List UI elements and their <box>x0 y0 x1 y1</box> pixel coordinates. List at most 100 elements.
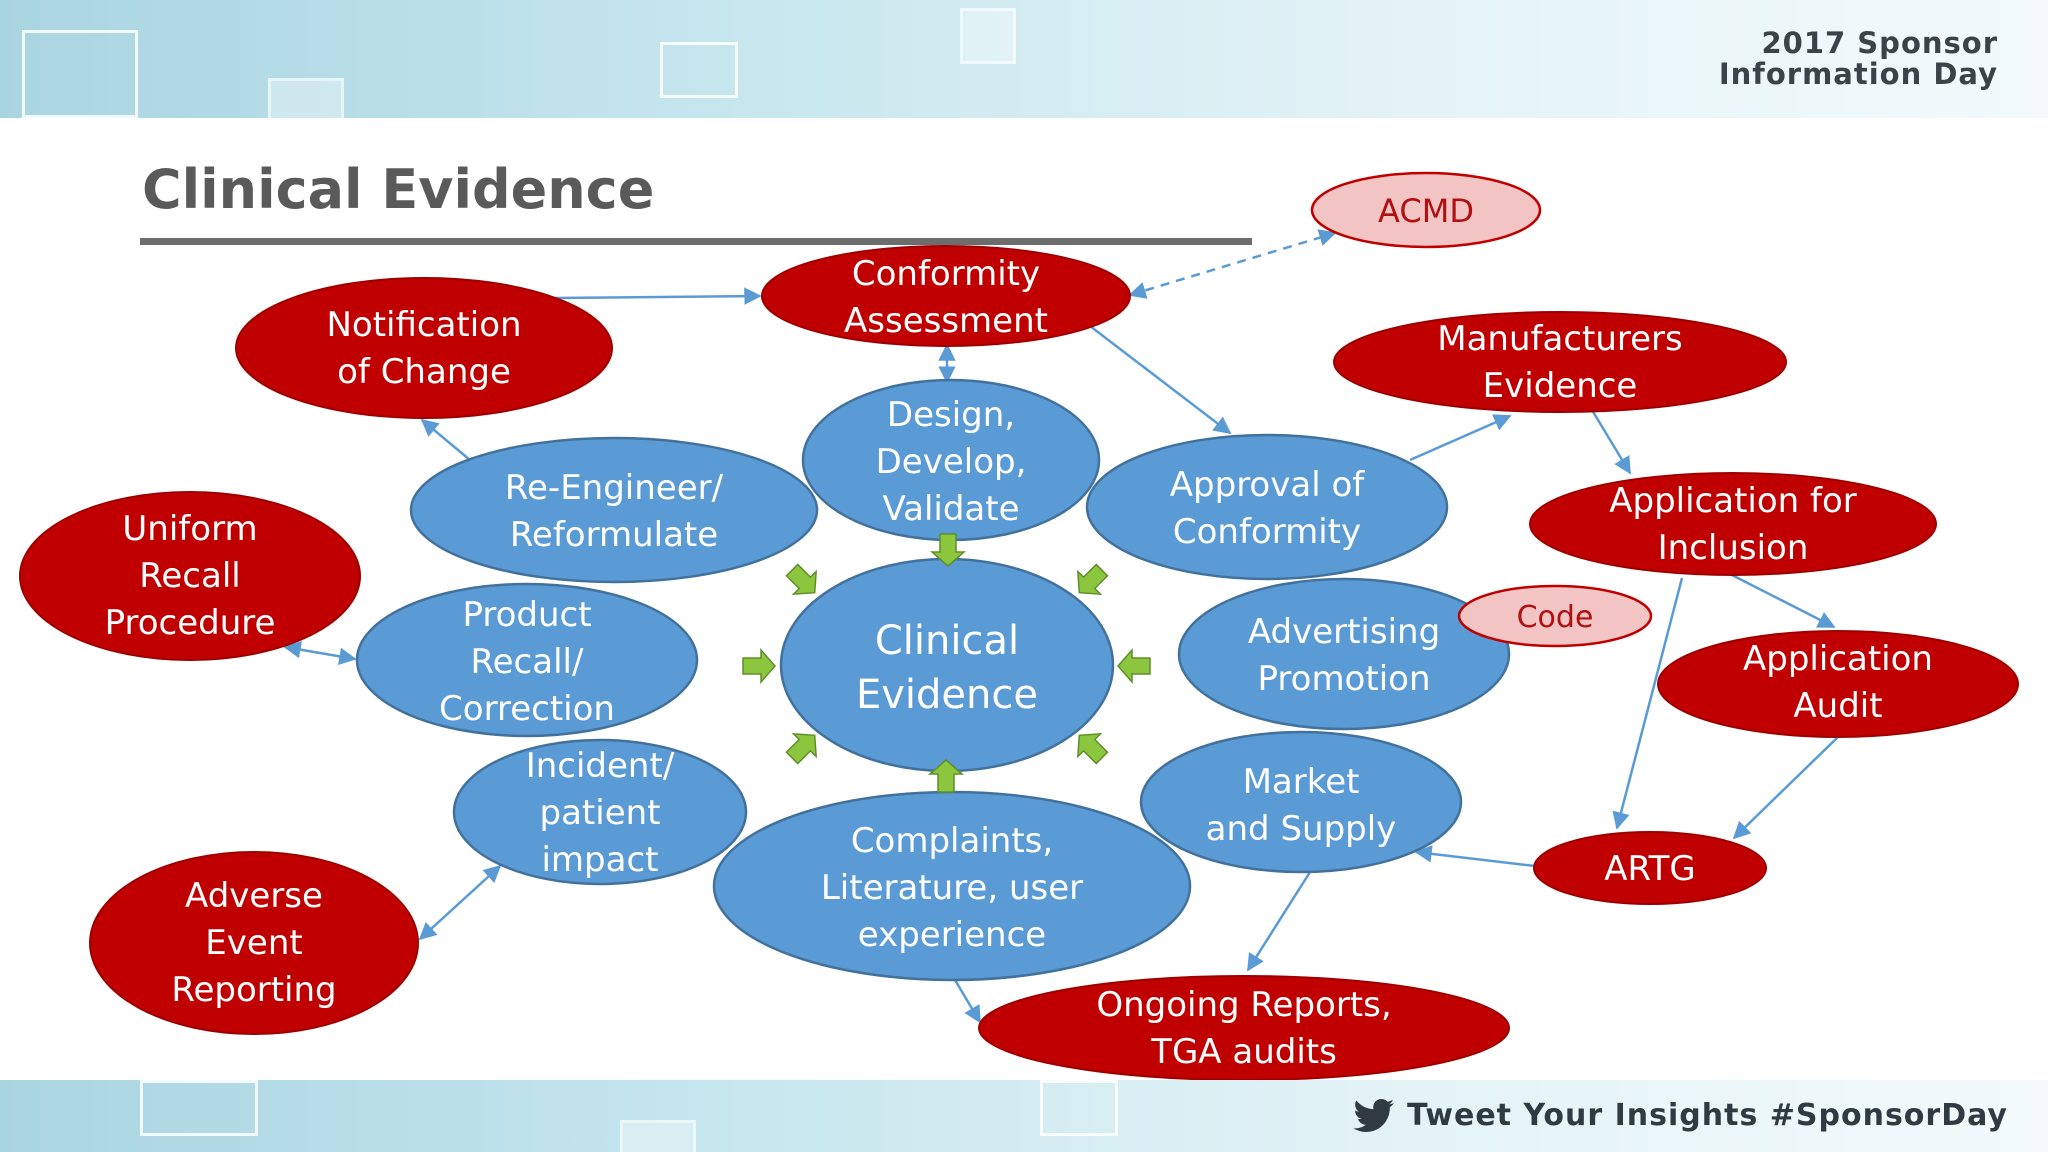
svg-text:Evidence: Evidence <box>1483 366 1638 406</box>
connector-reengineer-notification <box>420 418 471 461</box>
svg-text:Promotion: Promotion <box>1258 659 1431 699</box>
connector-approval-manufacturers <box>1409 414 1512 462</box>
svg-text:Notification: Notification <box>326 305 521 345</box>
svg-text:Recall: Recall <box>139 556 240 596</box>
connector-adverse-incident <box>418 864 502 941</box>
svg-text:Reporting: Reporting <box>171 970 336 1010</box>
blue-node-advertising[interactable]: Advertising Promotion <box>1177 577 1511 731</box>
node-label: Recall <box>139 556 240 596</box>
red-node-adverse-event[interactable]: Adverse Event Reporting <box>89 851 419 1035</box>
red-node-manufacturers[interactable]: Manufacturers Evidence <box>1333 311 1787 413</box>
center-label: Evidence <box>856 672 1038 718</box>
green-arrow-icon <box>742 648 776 684</box>
svg-text:Uniform: Uniform <box>122 509 257 549</box>
svg-text:impact: impact <box>541 840 658 880</box>
svg-text:ARTG: ARTG <box>1604 849 1696 889</box>
medical-cross-icon <box>960 8 1016 64</box>
node-label: TGA audits <box>1150 1032 1337 1072</box>
twitter-bird-icon <box>1353 1098 1395 1132</box>
medical-cross-icon <box>1040 1080 1118 1136</box>
red-node-ongoing-reports[interactable]: Ongoing Reports, TGA audits <box>978 975 1510 1081</box>
svg-text:Evidence: Evidence <box>856 672 1038 718</box>
svg-text:Validate: Validate <box>882 489 1019 529</box>
green-arrow-icon <box>785 563 818 596</box>
node-label: of Change <box>337 352 511 392</box>
connector-inclusion-audit <box>1729 572 1836 629</box>
node-label: Ongoing Reports, <box>1096 985 1391 1025</box>
green-arrows <box>742 533 1151 793</box>
medical-cross-icon <box>268 78 344 118</box>
svg-text:Audit: Audit <box>1793 686 1882 726</box>
blue-node-reengineer[interactable]: Re-Engineer/ Reformulate <box>409 436 819 584</box>
node-label: Re-Engineer/ <box>505 468 724 508</box>
red-node-application-inclusion[interactable]: Application for Inclusion <box>1529 472 1937 576</box>
svg-text:Conformity: Conformity <box>1173 512 1361 552</box>
node-label: Inclusion <box>1658 528 1809 568</box>
svg-text:Complaints,: Complaints, <box>851 821 1053 861</box>
node-label: Adverse <box>185 876 323 916</box>
center-node-clinical-evidence[interactable]: Clinical Evidence <box>779 557 1115 773</box>
node-label: Procedure <box>105 603 276 643</box>
red-node-artg[interactable]: ARTG <box>1533 831 1767 905</box>
node-label: Market <box>1243 762 1360 802</box>
connector-artg-market <box>1414 845 1536 868</box>
node-label: Literature, user <box>821 868 1083 908</box>
svg-text:Product: Product <box>462 595 591 635</box>
red-node-application-audit[interactable]: Application Audit <box>1657 630 2019 738</box>
connector-uniform-recall <box>283 641 357 665</box>
svg-text:Re-Engineer/: Re-Engineer/ <box>505 468 724 508</box>
svg-text:Design,: Design, <box>887 395 1015 435</box>
svg-text:Correction: Correction <box>439 689 615 729</box>
node-label: Application for <box>1609 481 1857 521</box>
connector-conformity-approval <box>1089 325 1232 435</box>
node-label: Audit <box>1793 686 1882 726</box>
blue-node-market[interactable]: Market and Supply <box>1139 730 1463 874</box>
node-label: Incident/ <box>526 746 675 786</box>
pink-node-acmd[interactable]: ACMD <box>1310 171 1542 249</box>
node-label: Event <box>205 923 302 963</box>
node-label: Complaints, <box>851 821 1053 861</box>
pink-node-code[interactable]: Code <box>1457 584 1653 648</box>
connector-acmd-conformity <box>1128 229 1337 299</box>
connector-market-ongoing <box>1246 871 1312 972</box>
connector-complaints-ongoing <box>953 979 982 1024</box>
blue-node-approval[interactable]: Approval of Conformity <box>1085 433 1449 581</box>
connectors <box>283 229 1839 1024</box>
blue-node-design[interactable]: Design, Develop, Validate <box>801 378 1101 542</box>
node-label: Assessment <box>844 301 1048 341</box>
svg-text:Inclusion: Inclusion <box>1658 528 1809 568</box>
medical-cross-icon <box>660 42 738 98</box>
svg-text:Application: Application <box>1743 639 1933 679</box>
connector-notification-conformity <box>554 287 762 305</box>
node-label: Reformulate <box>510 515 718 555</box>
node-label: Promotion <box>1258 659 1431 699</box>
red-node-conformity-assessment[interactable]: Conformity Assessment <box>761 245 1131 347</box>
svg-text:Clinical: Clinical <box>875 618 1019 664</box>
red-node-notification[interactable]: Notification of Change <box>235 277 613 419</box>
blue-node-recall[interactable]: Product Recall/ Correction <box>355 582 699 738</box>
svg-text:Conformity: Conformity <box>852 254 1040 294</box>
header-banner: 2017 Sponsor Information Day <box>0 0 2048 118</box>
green-arrow-icon <box>1117 648 1151 684</box>
node-label: ACMD <box>1378 192 1474 230</box>
green-arrow-icon <box>928 759 964 793</box>
svg-text:Adverse: Adverse <box>185 876 323 916</box>
svg-text:TGA audits: TGA audits <box>1150 1032 1337 1072</box>
node-label: Validate <box>882 489 1019 529</box>
node-label: Notification <box>326 305 521 345</box>
blue-node-incident[interactable]: Incident/ patient impact <box>452 738 748 886</box>
center-label: Clinical <box>875 618 1019 664</box>
svg-text:Incident/: Incident/ <box>526 746 675 786</box>
event-title-line2: Information Day <box>1718 57 1998 91</box>
connector-manufacturers-inclusion <box>1590 409 1632 475</box>
node-label: Approval of <box>1170 465 1365 505</box>
svg-text:Develop,: Develop, <box>876 442 1027 482</box>
red-node-uniform-recall[interactable]: Uniform Recall Procedure <box>19 491 361 661</box>
medical-cross-icon <box>140 1080 258 1136</box>
node-label: Correction <box>439 689 615 729</box>
svg-text:Reformulate: Reformulate <box>510 515 718 555</box>
blue-node-complaints[interactable]: Complaints, Literature, user experience <box>712 790 1192 982</box>
svg-text:Procedure: Procedure <box>105 603 276 643</box>
svg-text:Approval of: Approval of <box>1170 465 1365 505</box>
